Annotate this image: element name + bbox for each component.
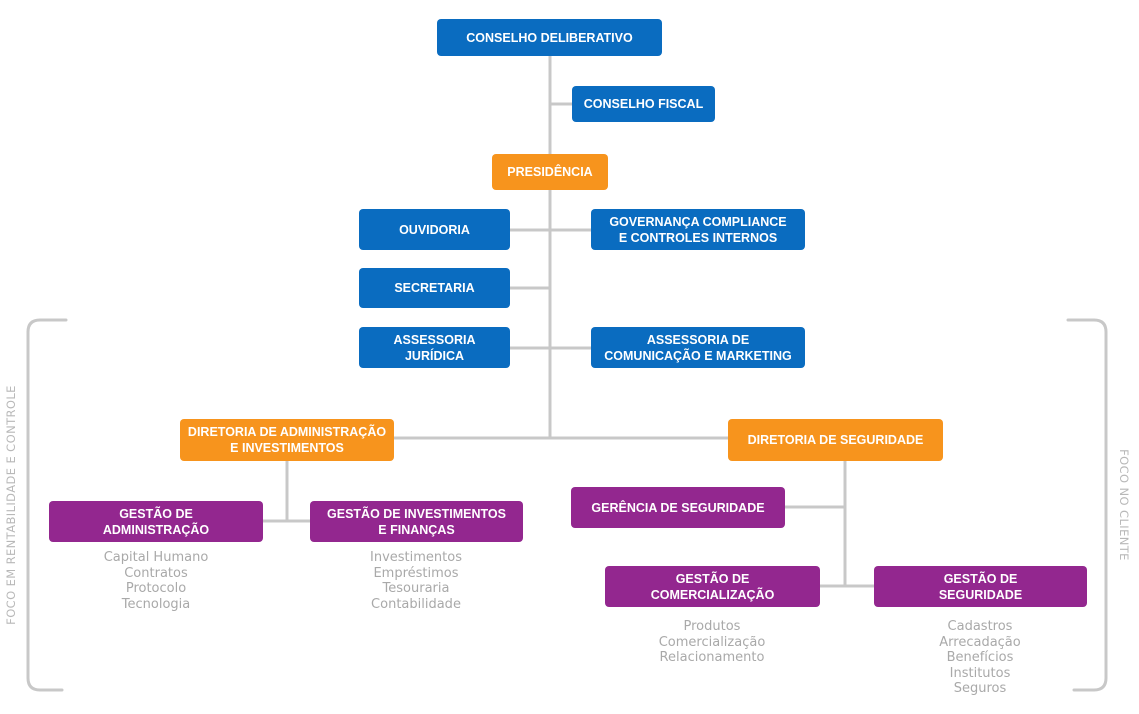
diretoria-administracao-label-line2: E INVESTIMENTOS [230, 441, 344, 455]
list-item: Contratos [124, 565, 188, 581]
list-item: Cadastros [947, 619, 1013, 634]
gerencia-seguridade-label: GERÊNCIA DE SEGURIDADE [591, 500, 765, 515]
secretaria-box: SECRETARIA [359, 268, 510, 308]
presidencia-box: PRESIDÊNCIA [492, 154, 608, 190]
assessoria-juridica-label: ASSESSORIA JURÍDICA [393, 332, 476, 363]
gestao-administracao-label-line2: ADMINISTRAÇÃO [102, 522, 210, 537]
list-item: Arrecadação [939, 634, 1021, 650]
right-side-label: FOCO NO CLIENTE [1117, 449, 1131, 561]
list-item: Protocolo [125, 581, 187, 596]
administracao-areas-list: Capital Humano Contratos Protocolo Tecno… [56, 550, 256, 612]
secretaria-label: SECRETARIA [394, 281, 475, 295]
assessoria-comunicacao-box: ASSESSORIA DE COMUNICAÇÃO E MARKETING [591, 327, 805, 368]
governanca-label-line2: E CONTROLES INTERNOS [618, 230, 778, 245]
gerencia-seguridade-box: GERÊNCIA DE SEGURIDADE [571, 487, 785, 528]
gestao-administracao-label-line1: GESTÃO DE [119, 506, 193, 521]
comercializacao-areas-list: Produtos Comercialização Relacionamento [612, 619, 812, 666]
gestao-comercializacao-box: GESTÃO DE COMERCIALIZAÇÃO [605, 566, 820, 607]
gestao-investimentos-label-line1: GESTÃO DE INVESTIMENTOS [327, 506, 506, 521]
list-item: Contabilidade [371, 596, 461, 612]
list-item: Empréstimos [373, 565, 459, 581]
list-item: Seguros [953, 681, 1007, 696]
list-item: Capital Humano [103, 550, 209, 565]
diretoria-administracao-label-line1: DIRETORIA DE ADMINISTRAÇÃO [187, 425, 387, 439]
investimentos-areas-list: Investimentos Empréstimos Tesouraria Con… [316, 550, 516, 612]
ouvidoria-label: OUVIDORIA [399, 222, 470, 237]
presidencia-label: PRESIDÊNCIA [507, 165, 593, 179]
conselho-fiscal-box: CONSELHO FISCAL [572, 86, 715, 122]
list-item: Institutos [949, 665, 1011, 681]
list-item: Benefícios [946, 650, 1014, 665]
assessoria-comunicacao-label-line2: COMUNICAÇÃO E MARKETING [604, 348, 792, 363]
list-item: Investimentos [370, 550, 462, 565]
gestao-investimentos-label-line2: E FINANÇAS [378, 522, 455, 537]
list-item: Produtos [683, 619, 741, 634]
gestao-investimentos-box: GESTÃO DE INVESTIMENTOS E FINANÇAS [310, 501, 523, 542]
gestao-seguridade-box: GESTÃO DE SEGURIDADE [874, 566, 1087, 607]
seguridade-areas-list: Cadastros Arrecadação Benefícios Institu… [880, 619, 1080, 697]
diretoria-seguridade-box: DIRETORIA DE SEGURIDADE [728, 419, 943, 461]
governanca-box: GOVERNANÇA COMPLIANCE E CONTROLES INTERN… [591, 209, 805, 250]
diretoria-administracao-box: DIRETORIA DE ADMINISTRAÇÃO E INVESTIMENT… [180, 419, 394, 461]
list-item: Relacionamento [659, 650, 765, 665]
gestao-seguridade-label-line2: SEGURIDADE [938, 587, 1023, 602]
assessoria-comunicacao-label-line1: ASSESSORIA DE [646, 332, 750, 347]
conselho-deliberativo-label: CONSELHO DELIBERATIVO [466, 30, 633, 45]
left-bracket [26, 318, 68, 692]
governanca-label-line1: GOVERNANÇA COMPLIANCE [609, 214, 787, 229]
list-item: Tecnologia [121, 596, 191, 612]
right-bracket [1066, 318, 1108, 692]
conselho-fiscal-label: CONSELHO FISCAL [583, 97, 704, 111]
ouvidoria-box: OUVIDORIA [359, 209, 510, 250]
gestao-administracao-box: GESTÃO DE ADMINISTRAÇÃO [49, 501, 263, 542]
list-item: Tesouraria [382, 581, 450, 596]
assessoria-juridica-box: ASSESSORIA JURÍDICA [359, 327, 510, 368]
diretoria-seguridade-label: DIRETORIA DE SEGURIDADE [747, 433, 924, 447]
left-side-label: FOCO EM RENTABILIDADE E CONTROLE [4, 385, 18, 625]
gestao-comercializacao-label-line2: COMERCIALIZAÇÃO [650, 587, 775, 602]
list-item: Comercialização [658, 634, 766, 650]
gestao-seguridade-label-line1: GESTÃO DE [943, 571, 1018, 586]
conselho-deliberativo-box: CONSELHO DELIBERATIVO [437, 19, 662, 56]
gestao-comercializacao-label-line1: GESTÃO DE [675, 571, 750, 586]
